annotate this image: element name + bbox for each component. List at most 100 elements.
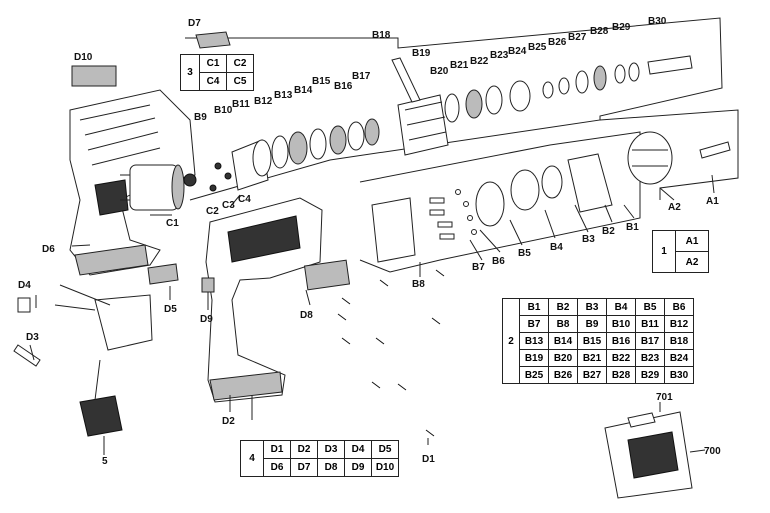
label-d9: D9 <box>200 314 213 325</box>
table-cell: B9 <box>577 315 607 333</box>
label-b6: B6 <box>492 256 505 267</box>
table-cell: B14 <box>548 332 578 350</box>
table-c-index: 3 <box>180 54 200 91</box>
label-b21: B21 <box>450 60 469 71</box>
label-c1: C1 <box>166 218 179 229</box>
label-b30: B30 <box>648 16 667 27</box>
d10-part <box>71 65 117 87</box>
table-cell: B2 <box>548 298 578 316</box>
table-cell: A2 <box>675 251 709 273</box>
parts-table-c: 3 C1 C2 C4 C5 <box>180 54 254 91</box>
table-cell: C5 <box>226 72 254 91</box>
table-cell: D10 <box>371 458 399 477</box>
label-b9: B9 <box>194 112 207 123</box>
table-cell: B15 <box>577 332 607 350</box>
label-d3: D3 <box>26 332 39 343</box>
table-cell: B11 <box>635 315 665 333</box>
label-b15: B15 <box>312 76 331 87</box>
table-cell: B19 <box>519 349 549 367</box>
clutch-stack <box>371 153 613 263</box>
gear-housing <box>391 57 449 156</box>
table-cell: B29 <box>635 366 665 384</box>
label-a1: A1 <box>706 196 719 207</box>
label-d7: D7 <box>188 18 201 29</box>
label-b14: B14 <box>294 85 313 96</box>
label-b12: B12 <box>254 96 273 107</box>
label-b22: B22 <box>470 56 489 67</box>
table-cell: B18 <box>664 332 694 350</box>
table-b-index: 2 <box>502 298 520 384</box>
label-a2: A2 <box>668 202 681 213</box>
table-cell: B10 <box>606 315 636 333</box>
table-cell: B7 <box>519 315 549 333</box>
motor <box>120 164 185 211</box>
table-cell: A1 <box>675 230 709 252</box>
table-cell: D9 <box>344 458 372 477</box>
d9-part <box>201 277 215 293</box>
table-a-index: 1 <box>652 230 676 273</box>
c4-part <box>224 172 232 180</box>
table-cell: B24 <box>664 349 694 367</box>
housing-right-half <box>205 197 323 403</box>
table-cell: B12 <box>664 315 694 333</box>
gear-stack <box>231 118 380 191</box>
d8-part <box>303 259 351 291</box>
label-b4: B4 <box>550 242 563 253</box>
table-cell: B21 <box>577 349 607 367</box>
table-cell: D8 <box>317 458 345 477</box>
table-cell: B5 <box>635 298 665 316</box>
label-b17: B17 <box>352 71 371 82</box>
label-b19: B19 <box>412 48 431 59</box>
table-cell: D2 <box>290 440 318 459</box>
leader-lines <box>29 174 715 455</box>
label-b29: B29 <box>612 22 631 33</box>
label-b16: B16 <box>334 81 353 92</box>
table-cell: B6 <box>664 298 694 316</box>
label-b23: B23 <box>490 50 509 61</box>
chuck-outline <box>599 109 739 200</box>
table-cell: B22 <box>606 349 636 367</box>
table-cell: D7 <box>290 458 318 477</box>
parts-table-b: 2 B1 B2 B3 B4 B5 B6 B7 B8 B9 B10 B11 B12… <box>502 298 694 384</box>
label-d10: D10 <box>74 52 93 63</box>
table-cell: B3 <box>577 298 607 316</box>
label-c2: C2 <box>206 206 219 217</box>
table-cell: D6 <box>263 458 291 477</box>
label-d2: D2 <box>222 416 235 427</box>
label-5: 5 <box>102 456 108 467</box>
chuck <box>627 131 731 185</box>
label-700: 700 <box>704 446 721 457</box>
label-b8: B8 <box>412 279 425 290</box>
table-cell: B16 <box>606 332 636 350</box>
label-b7: B7 <box>472 262 485 273</box>
label-b20: B20 <box>430 66 449 77</box>
parts-table-a: 1 A1 A2 <box>652 230 709 273</box>
table-cell: B8 <box>548 315 578 333</box>
label-b27: B27 <box>568 32 587 43</box>
table-cell: D3 <box>317 440 345 459</box>
clutch-pins <box>429 189 477 240</box>
label-701: 701 <box>656 392 673 403</box>
table-cell: D4 <box>344 440 372 459</box>
ring-stack <box>444 62 640 123</box>
table-cell: B28 <box>606 366 636 384</box>
table-cell: B4 <box>606 298 636 316</box>
table-cell: C1 <box>199 54 227 73</box>
label-c4: C4 <box>238 194 251 205</box>
spindle <box>647 55 693 75</box>
label-b28: B28 <box>590 26 609 37</box>
label-b1: B1 <box>626 222 639 233</box>
table-cell: C2 <box>226 54 254 73</box>
table-cell: B1 <box>519 298 549 316</box>
table-cell: B13 <box>519 332 549 350</box>
screws <box>337 269 445 437</box>
label-c3: C3 <box>222 200 235 211</box>
label-b18: B18 <box>372 30 391 41</box>
switch-assembly <box>13 284 153 367</box>
d5-part <box>147 263 179 285</box>
label-d5: D5 <box>164 304 177 315</box>
label-b25: B25 <box>528 42 547 53</box>
table-d-index: 4 <box>240 440 264 477</box>
table-cell: B17 <box>635 332 665 350</box>
